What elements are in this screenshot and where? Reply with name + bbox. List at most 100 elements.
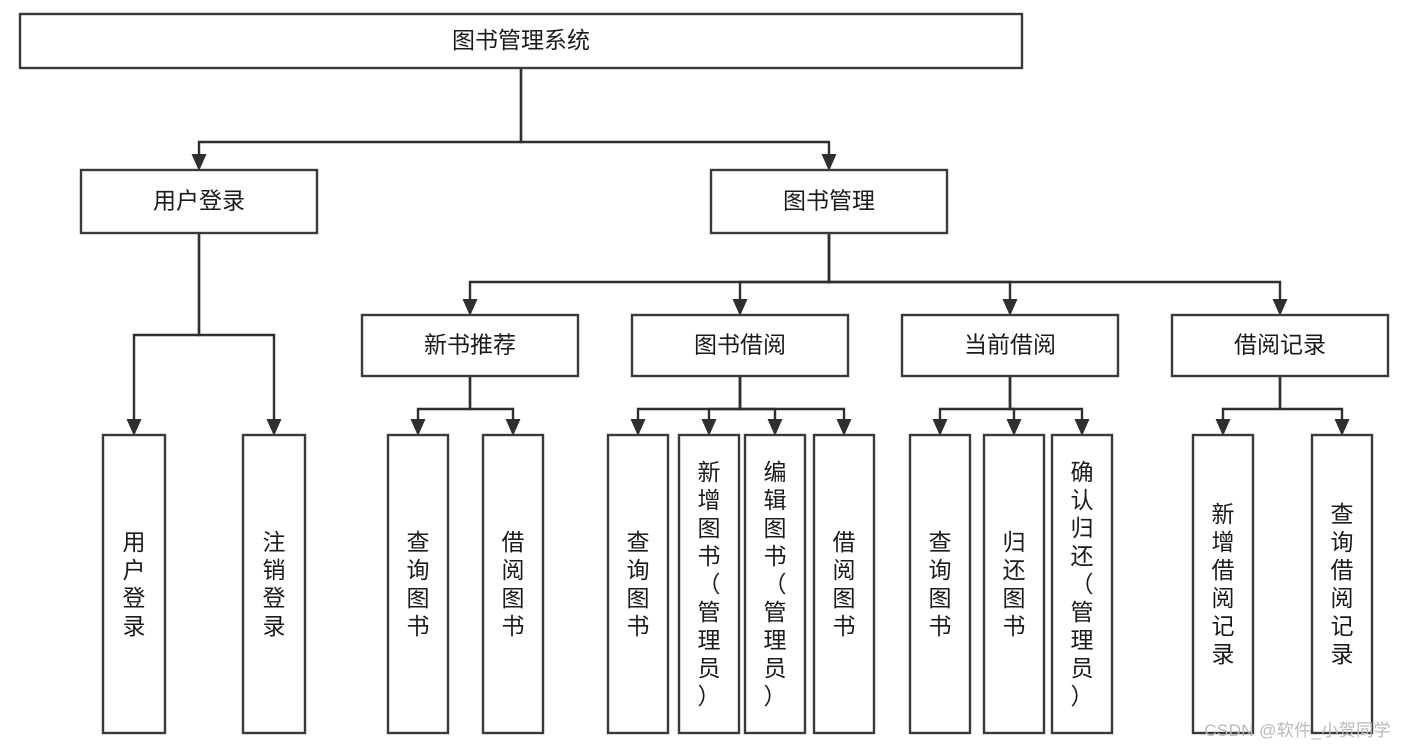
node-box[interactable]	[18, 12, 1024, 70]
connector-book-borrow-to-leaf-borrow-book	[738, 376, 852, 436]
connector-line	[938, 376, 1012, 419]
node-label: 借阅记录	[1234, 332, 1326, 358]
node-label: 借阅图书	[502, 529, 525, 639]
node-leaf-query-book-cur[interactable]: 查询图书	[908, 433, 972, 735]
connector-book-manage-to-new-book-recommend	[462, 233, 831, 316]
node-new-book-recommend[interactable]: 新书推荐	[360, 313, 580, 378]
connector-line	[197, 233, 276, 419]
connector-line	[468, 376, 515, 419]
node-box[interactable]	[1170, 313, 1390, 378]
connector-arrowhead-icon	[1074, 419, 1090, 436]
connector-line	[738, 376, 777, 419]
node-label: 确认归还（管理员）	[1071, 459, 1094, 709]
connector-new-book-recommend-to-leaf-query-book-rec	[410, 376, 472, 436]
node-leaf-query-book-rec[interactable]: 查询图书	[386, 433, 450, 735]
node-leaf-edit-book[interactable]: 编辑图书（管理员）	[743, 433, 807, 735]
node-label: 图书管理	[783, 188, 875, 214]
connector-root-to-user-login	[191, 68, 523, 171]
node-label: 当前借阅	[964, 332, 1056, 358]
connector-current-borrow-to-leaf-confirm-return	[1008, 376, 1090, 436]
node-leaf-return-book[interactable]: 归还图书	[982, 433, 1046, 735]
node-box[interactable]	[982, 433, 1046, 735]
connector-arrowhead-icon	[630, 419, 646, 436]
connector-book-manage-to-current-borrow	[827, 233, 1018, 316]
connector-book-borrow-to-leaf-query-book	[630, 376, 742, 436]
node-box[interactable]	[812, 433, 876, 735]
node-box[interactable]	[709, 168, 949, 235]
node-label: 查询借阅记录	[1331, 501, 1354, 667]
node-leaf-logout[interactable]: 注销登录	[241, 433, 307, 735]
connector-line	[738, 376, 846, 419]
connector-arrowhead-icon	[505, 419, 521, 436]
connector-book-manage-to-borrow-record	[827, 233, 1288, 316]
node-box[interactable]	[386, 433, 450, 735]
node-leaf-borrow-book-rec[interactable]: 借阅图书	[481, 433, 545, 735]
node-leaf-confirm-return[interactable]: 确认归还（管理员）	[1050, 433, 1114, 735]
node-label: 注销登录	[263, 529, 286, 639]
connector-line	[1008, 376, 1084, 419]
connector-arrowhead-icon	[266, 419, 282, 436]
connector-line	[1221, 376, 1282, 419]
connector-arrowhead-icon	[836, 419, 852, 436]
node-box[interactable]	[900, 313, 1120, 378]
connector-line	[827, 233, 1012, 299]
connector-line	[707, 376, 742, 419]
node-box[interactable]	[79, 168, 319, 235]
node-label: 图书借阅	[694, 332, 786, 358]
connector-arrowhead-icon	[191, 154, 207, 171]
node-leaf-borrow-book[interactable]: 借阅图书	[812, 433, 876, 735]
node-root[interactable]: 图书管理系统	[18, 12, 1024, 70]
watermark-label: CSDN @软件_小贺同学	[1204, 721, 1391, 740]
node-box[interactable]	[241, 433, 307, 735]
node-box[interactable]	[1191, 433, 1255, 735]
node-box[interactable]	[1050, 433, 1114, 735]
connector-arrowhead-icon	[1272, 299, 1288, 316]
connector-line	[468, 233, 831, 299]
node-label: 新增图书（管理员）	[698, 459, 721, 709]
node-box[interactable]	[101, 433, 167, 735]
node-box[interactable]	[606, 433, 670, 735]
connector-arrowhead-icon	[1334, 419, 1350, 436]
node-box[interactable]	[481, 433, 545, 735]
connector-arrowhead-icon	[1002, 299, 1018, 316]
connector-borrow-record-to-leaf-query-record	[1278, 376, 1350, 436]
node-box[interactable]	[677, 433, 741, 735]
node-book-borrow[interactable]: 图书借阅	[630, 313, 850, 378]
node-box[interactable]	[1310, 433, 1374, 735]
node-label: 新增借阅记录	[1212, 501, 1235, 667]
node-label: 查询图书	[407, 529, 430, 639]
connector-borrow-record-to-leaf-add-record	[1215, 376, 1282, 436]
node-leaf-add-book[interactable]: 新增图书（管理员）	[677, 433, 741, 735]
connector-arrowhead-icon	[767, 419, 783, 436]
node-box[interactable]	[630, 313, 850, 378]
node-leaf-add-record[interactable]: 新增借阅记录	[1191, 433, 1255, 735]
node-leaf-user-login[interactable]: 用户登录	[101, 433, 167, 735]
connector-arrowhead-icon	[821, 154, 837, 171]
node-label: 编辑图书（管理员）	[764, 459, 787, 709]
node-leaf-query-book[interactable]: 查询图书	[606, 433, 670, 735]
connector-user-login-to-leaf-logout	[197, 233, 282, 436]
node-book-manage[interactable]: 图书管理	[709, 168, 949, 235]
connector-arrowhead-icon	[410, 419, 426, 436]
node-box[interactable]	[908, 433, 972, 735]
connector-line	[519, 68, 831, 154]
node-current-borrow[interactable]: 当前借阅	[900, 313, 1120, 378]
connector-arrowhead-icon	[1006, 419, 1022, 436]
connector-book-manage-to-book-borrow	[732, 233, 831, 316]
node-leaf-query-record[interactable]: 查询借阅记录	[1310, 433, 1374, 735]
node-box[interactable]	[743, 433, 807, 735]
connector-root-to-book-manage	[519, 68, 837, 171]
connector-current-borrow-to-leaf-query-book-cur	[932, 376, 1012, 436]
connector-line	[827, 233, 1282, 299]
node-label: 新书推荐	[424, 332, 516, 358]
node-user-login[interactable]: 用户登录	[79, 168, 319, 235]
connector-arrowhead-icon	[126, 419, 142, 436]
node-borrow-record[interactable]: 借阅记录	[1170, 313, 1390, 378]
connector-line	[197, 68, 523, 154]
node-label: 用户登录	[123, 529, 146, 639]
node-box[interactable]	[360, 313, 580, 378]
node-label: 借阅图书	[833, 529, 856, 639]
node-label: 用户登录	[153, 188, 245, 214]
